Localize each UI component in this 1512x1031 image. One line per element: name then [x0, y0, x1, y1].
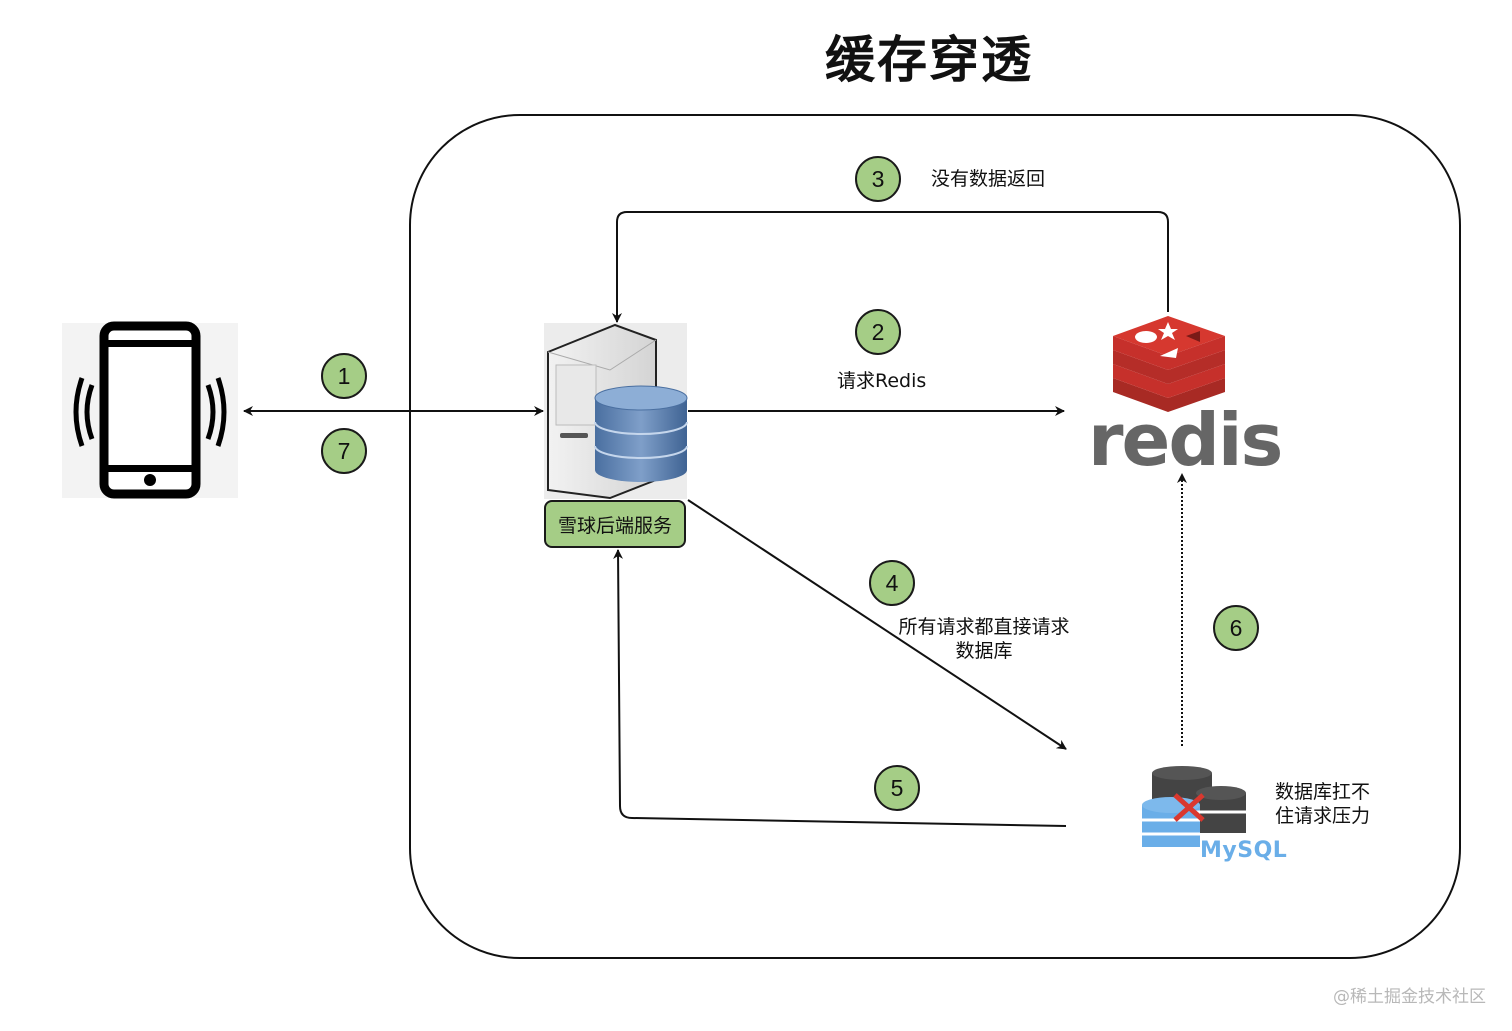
mobile-phone-icon	[62, 321, 238, 499]
step-2-badge: 2	[855, 309, 901, 355]
step-3-label: 没有数据返回	[931, 168, 1046, 190]
arrow-mysql-backend	[613, 549, 1067, 827]
mysql-note-line1: 数据库扛不	[1275, 781, 1371, 803]
step-5-badge: 5	[874, 765, 920, 811]
backend-service-label: 雪球后端服务	[544, 500, 686, 548]
redis-logo-icon	[1113, 316, 1225, 412]
arrow-redis-backend	[612, 211, 1169, 323]
step-4-label-line2: 数据库	[955, 640, 1013, 662]
mysql-database-icon	[1142, 766, 1246, 847]
step-6-badge: 6	[1213, 605, 1259, 651]
step-4-badge: 4	[869, 560, 915, 606]
step-1-badge: 1	[321, 353, 367, 399]
mysql-note-line2: 住请求压力	[1275, 805, 1371, 827]
mysql-label: MySQL	[1200, 838, 1288, 863]
redis-label: redis	[1088, 398, 1283, 482]
page-title: 缓存穿透	[825, 31, 1033, 89]
step-7-badge: 7	[321, 428, 367, 474]
step-3-badge: 3	[855, 156, 901, 202]
arrow-backend-mysql	[687, 499, 1067, 750]
step-2-label: 请求Redis	[837, 370, 927, 392]
step-4-label-line1: 所有请求都直接请求	[898, 616, 1070, 638]
server-database-icon	[544, 323, 688, 500]
watermark: @稀土掘金技术社区	[1333, 987, 1486, 1007]
system-boundary	[409, 114, 1461, 959]
